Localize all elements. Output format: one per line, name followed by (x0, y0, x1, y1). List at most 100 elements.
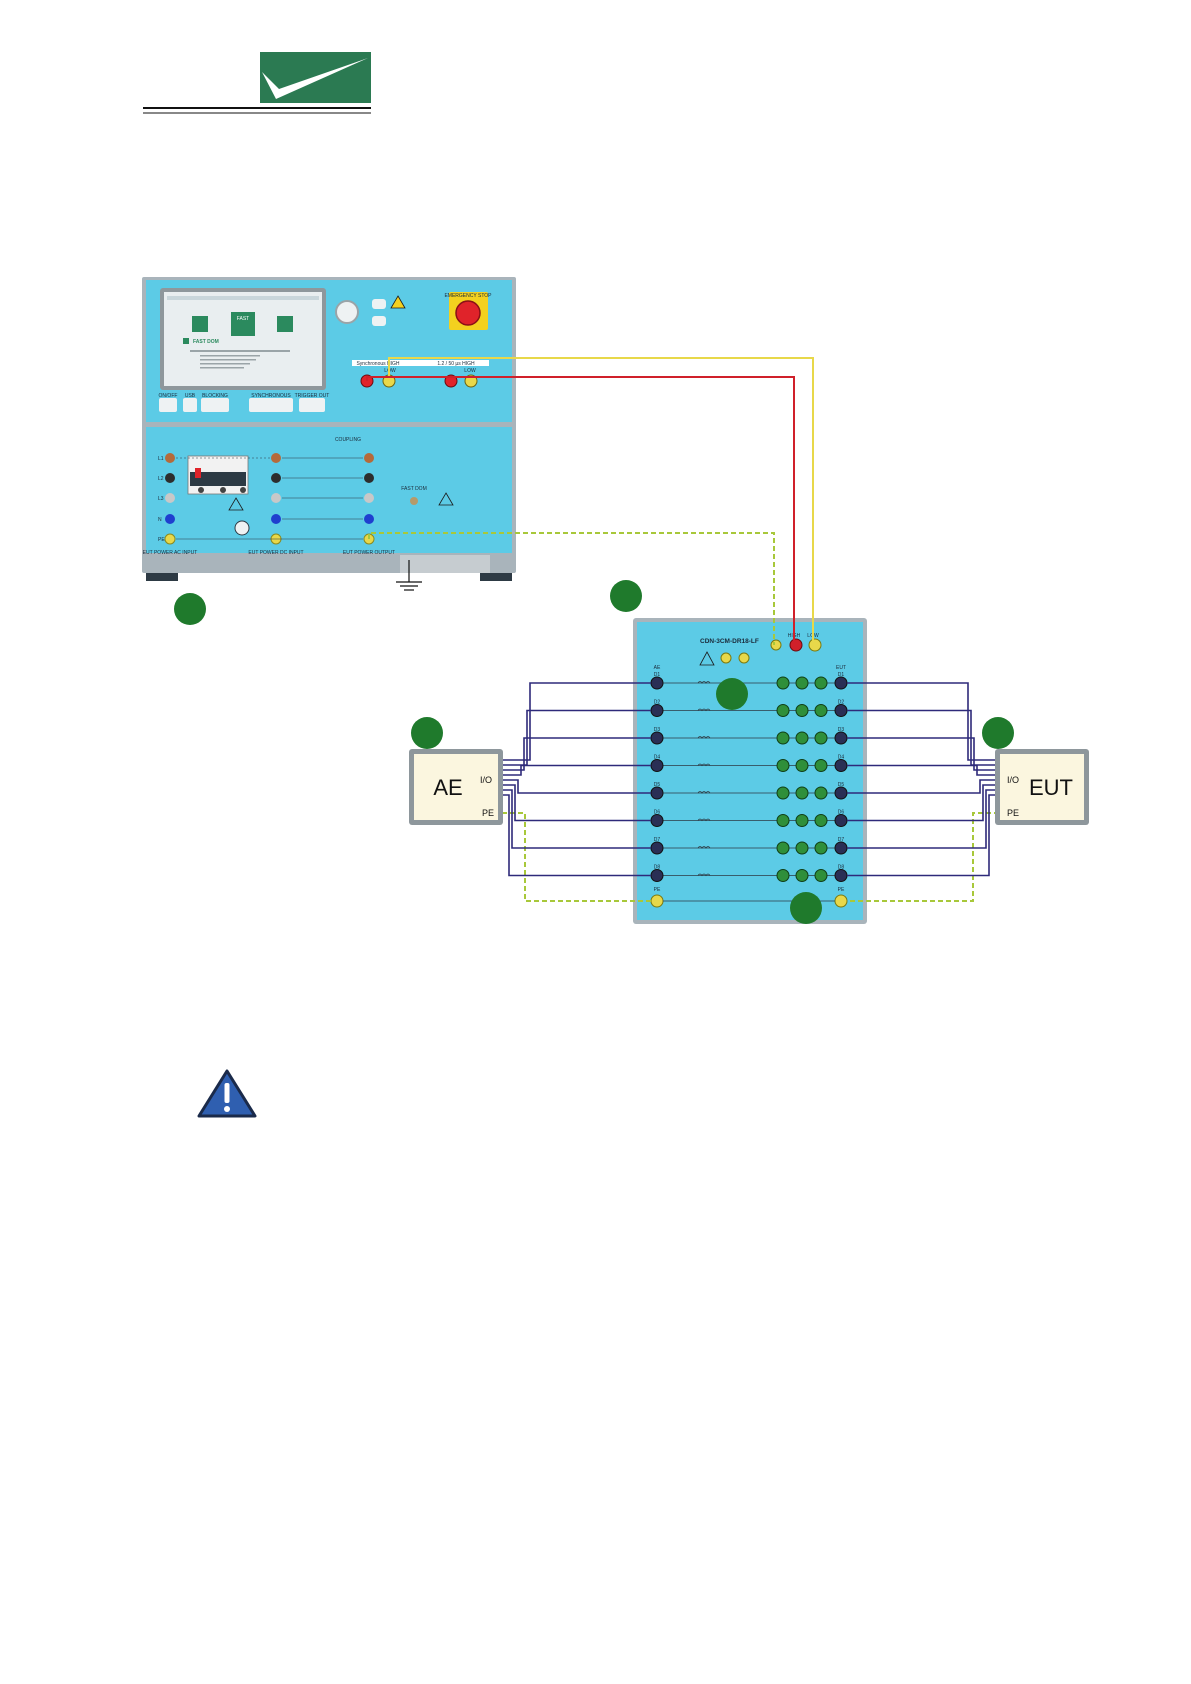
io-wire-eut (847, 737, 1000, 771)
cdn-eut-terminal[interactable] (834, 731, 848, 745)
cdn-row-label-left: D3 (654, 727, 661, 733)
marker-cdn-top (610, 580, 642, 612)
io-wire-eut (847, 794, 1000, 877)
cdn-ae-terminal[interactable] (650, 676, 664, 690)
cdn-eut-terminal[interactable] (834, 786, 848, 800)
ae-label: AE (433, 775, 462, 800)
cdn-coupling-terminal[interactable] (814, 759, 828, 772)
power-indicator (335, 300, 359, 324)
position-markers (174, 580, 1014, 924)
cdn-eut-terminal[interactable] (834, 676, 848, 690)
cdn-coupling-terminal[interactable] (795, 704, 809, 717)
io-wire-bundle (498, 682, 1000, 877)
cdn-coupling-terminal[interactable] (795, 814, 809, 827)
warning-info-icon (197, 1069, 257, 1118)
cdn-row-label-right: D6 (838, 810, 845, 816)
cdn-coupling-terminal[interactable] (795, 841, 809, 855)
button-label-usb: USB (185, 393, 196, 399)
cdn-eut-terminal[interactable] (834, 814, 848, 827)
line-row-l1: L1 (158, 453, 374, 463)
status-lamp-1 (372, 299, 386, 309)
cdn-coupling-terminal[interactable] (776, 759, 790, 772)
cdn-coupling-terminal[interactable] (776, 869, 790, 882)
output-label-surge-low: LOW (464, 368, 476, 374)
cdn-row-label-right: D8 (838, 865, 845, 871)
cdn-coupling-terminal[interactable] (795, 731, 809, 745)
cdn-ae-terminal[interactable] (650, 759, 664, 772)
cdn-high-terminal[interactable] (789, 638, 803, 652)
cdn-inductor-icon (697, 873, 711, 877)
cdn-ae-terminal[interactable] (650, 731, 664, 745)
cdn-eut-terminal[interactable] (834, 759, 848, 772)
cdn-ae-header: AE (654, 665, 661, 671)
line-label-l3: L3 (158, 496, 164, 502)
cdn-title: CDN-3CM-DR18-LF (700, 638, 759, 645)
cdn-ae-pe-terminal[interactable] (650, 894, 664, 908)
estop-label: EMERGENCY STOP (444, 293, 492, 299)
screen-tile-left (192, 316, 208, 332)
cdn-eut-terminal[interactable] (834, 704, 848, 717)
fast-dom-terminal[interactable] (410, 497, 418, 505)
cdn-coupling-terminal[interactable] (814, 704, 828, 717)
line-label-l1: L1 (158, 456, 164, 462)
cdn-coupling-terminal[interactable] (795, 786, 809, 800)
cdn-coupling-terminal[interactable] (795, 676, 809, 690)
cdn-ae-terminal[interactable] (650, 786, 664, 800)
cdn-coupling-terminal[interactable] (776, 814, 790, 827)
wiring (366, 357, 1000, 902)
cdn-coupling-terminal[interactable] (814, 814, 828, 827)
input-label-ac: EUT POWER AC INPUT (143, 550, 198, 556)
emergency-stop[interactable]: EMERGENCY STOP (444, 292, 492, 330)
cdn-coupling-terminal[interactable] (814, 841, 828, 855)
line-terminals: L1 L2 L3 N PE (158, 453, 375, 545)
cdn-coupling-terminal[interactable] (814, 786, 828, 800)
eut-io-label: I/O (1007, 775, 1019, 785)
cdn-ae-terminal[interactable] (650, 841, 664, 855)
cdn-row-label-right: D1 (838, 672, 845, 678)
fuse-knob[interactable] (234, 520, 250, 536)
cdn-row-label-left: D5 (654, 782, 661, 788)
io-wire-ae (498, 737, 651, 771)
cdn-ae-terminal[interactable] (650, 814, 664, 827)
cdn-coupling-terminal[interactable] (795, 759, 809, 772)
line-row-n: N (158, 514, 374, 524)
cdn-coupling-terminal[interactable] (814, 869, 828, 882)
io-wire-ae (498, 764, 651, 776)
cdn-row-d5: D5 D5 (650, 782, 848, 800)
cdn-coupling-terminal[interactable] (814, 731, 828, 745)
cdn-eut-terminal[interactable] (834, 869, 848, 882)
cdn-ae-terminal[interactable] (650, 869, 664, 882)
cdn-row-label-left: D4 (654, 755, 661, 761)
cdn-coupling-terminal[interactable] (776, 786, 790, 800)
cdn-low-terminal[interactable] (808, 638, 822, 652)
cdn-coupling-terminal[interactable] (776, 676, 790, 690)
warning-triangle-icon-3 (438, 492, 454, 506)
warning-triangle-icon-2 (228, 497, 244, 511)
marker-cdn-pe (790, 892, 822, 924)
cdn-pe-terminal[interactable] (770, 639, 782, 651)
eut-pe-label: PE (1007, 808, 1019, 818)
io-wire-ae (498, 789, 651, 849)
cdn-coupling-terminal[interactable] (776, 841, 790, 855)
cdn-ae-terminal[interactable] (650, 704, 664, 717)
cdn-row-label-right: D4 (838, 755, 845, 761)
cdn-warning-triangle-icon (699, 651, 715, 666)
io-wire-eut (847, 789, 1000, 849)
coupling-label: COUPLING (335, 437, 361, 443)
logo-checkmark-icon (262, 58, 368, 99)
cdn-coupling-terminal[interactable] (795, 869, 809, 882)
cdn-eut-pe-terminal[interactable] (834, 894, 848, 908)
cdn-row-label-right: D5 (838, 782, 845, 788)
cdn-coupling-terminal[interactable] (814, 676, 828, 690)
cdn-coupling-terminal[interactable] (776, 731, 790, 745)
wire-sync-low-yellow (388, 357, 814, 645)
screen-title: FAST DOM (193, 339, 219, 345)
cdn-eut-terminal[interactable] (834, 841, 848, 855)
ae-io-label: I/O (480, 775, 492, 785)
line-row-l2: L2 (158, 473, 374, 483)
fast-dom-label: FAST DOM (401, 486, 426, 492)
cdn-coupling-terminal[interactable] (776, 704, 790, 717)
